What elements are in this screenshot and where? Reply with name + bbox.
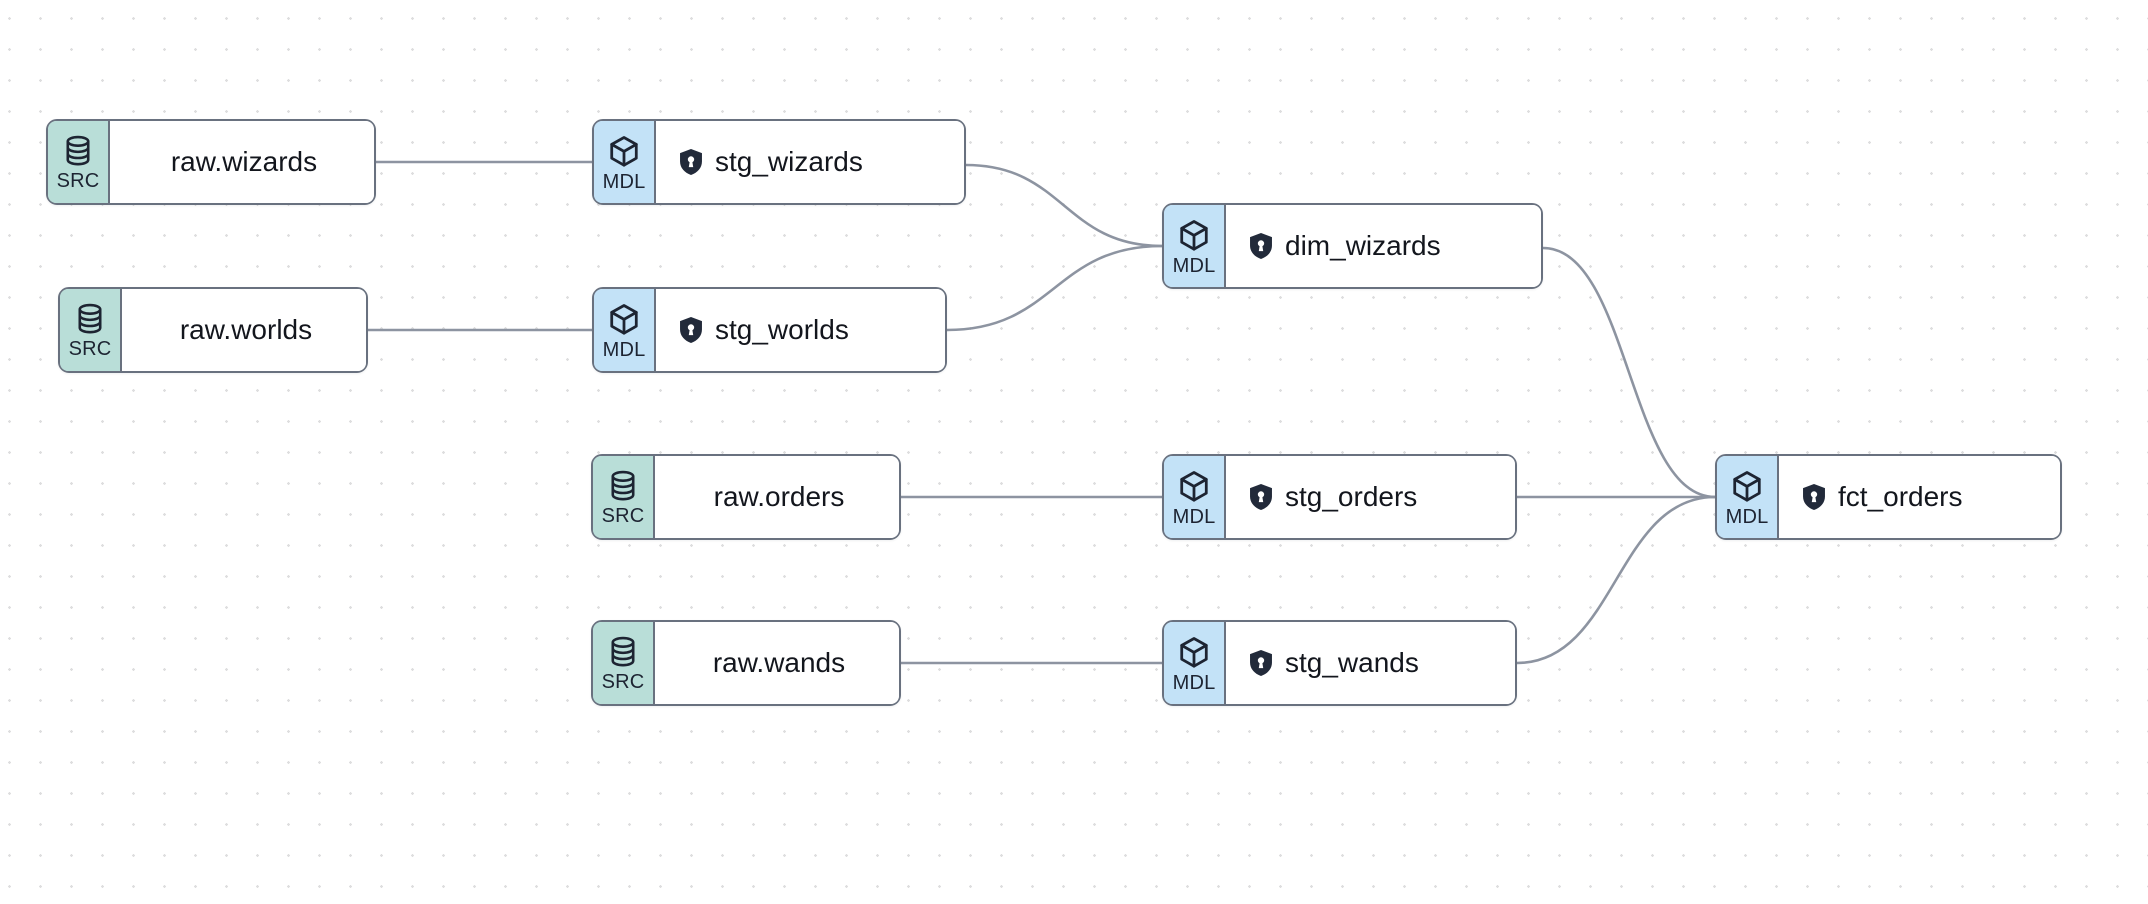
node-body: raw.worlds — [122, 289, 366, 371]
node-raw_orders[interactable]: SRC raw.orders — [591, 454, 901, 540]
edge-stg_wands-to-fct_orders[interactable] — [1515, 495, 1717, 665]
node-body: stg_worlds — [656, 289, 945, 371]
node-type-label: SRC — [68, 338, 112, 360]
shield-lock-icon — [1803, 484, 1825, 510]
node-type-badge-mdl: MDL — [1164, 456, 1226, 538]
node-body: raw.orders — [655, 456, 899, 538]
node-fct_orders[interactable]: MDL fct_orders — [1715, 454, 2062, 540]
node-type-label: MDL — [1172, 254, 1216, 277]
shield-lock-icon — [1248, 649, 1274, 677]
database-icon — [608, 470, 638, 502]
cube-icon — [1180, 470, 1208, 502]
database-icon — [611, 636, 635, 667]
node-raw_wands[interactable]: SRC raw.wands — [591, 620, 901, 706]
node-type-label: MDL — [1172, 505, 1216, 528]
node-type-badge-src: SRC — [60, 289, 122, 371]
node-type-badge-mdl: MDL — [594, 121, 656, 203]
cube-icon — [608, 135, 640, 168]
node-type-label: SRC — [601, 505, 645, 527]
shield-lock-icon — [678, 316, 704, 344]
database-icon — [75, 303, 105, 335]
cube-icon — [1178, 636, 1210, 669]
database-icon — [66, 135, 90, 166]
node-stg_worlds[interactable]: MDL stg_worlds — [592, 287, 947, 373]
shield-lock-icon — [1801, 483, 1827, 511]
cube-icon — [610, 303, 638, 335]
node-body: stg_orders — [1226, 456, 1515, 538]
shield-lock-icon — [1248, 232, 1274, 260]
cube-icon — [608, 303, 640, 336]
cube-icon — [610, 135, 638, 167]
node-stg_orders[interactable]: MDL stg_orders — [1162, 454, 1517, 540]
cube-icon — [1180, 636, 1208, 668]
edge-stg_worlds-to-dim_wizards[interactable] — [945, 244, 1164, 332]
edge-stg_wizards-to-dim_wizards[interactable] — [964, 163, 1164, 248]
node-label: raw.worlds — [179, 314, 313, 345]
node-type-label: MDL — [602, 170, 646, 193]
node-label: raw.wands — [712, 647, 846, 678]
cube-icon — [1178, 219, 1210, 252]
shield-lock-icon — [680, 317, 702, 343]
node-type-label: SRC — [56, 170, 100, 192]
node-type-label: MDL — [602, 338, 646, 361]
database-icon — [611, 470, 635, 501]
cube-icon — [1178, 470, 1210, 503]
edge-dim_wizards-to-fct_orders[interactable] — [1541, 246, 1717, 499]
node-body: dim_wizards — [1226, 205, 1541, 287]
node-label: stg_worlds — [715, 314, 849, 345]
node-type-label: SRC — [601, 671, 645, 693]
node-stg_wands[interactable]: MDL stg_wands — [1162, 620, 1517, 706]
node-label: raw.orders — [713, 481, 845, 512]
node-raw_wizards[interactable]: SRC raw.wizards — [46, 119, 376, 205]
node-type-badge-src: SRC — [593, 456, 655, 538]
shield-lock-icon — [1248, 483, 1274, 511]
node-type-badge-mdl: MDL — [1717, 456, 1779, 538]
shield-lock-icon — [680, 149, 702, 175]
node-type-label: MDL — [1172, 671, 1216, 694]
shield-lock-icon — [1250, 484, 1272, 510]
node-raw_worlds[interactable]: SRC raw.worlds — [58, 287, 368, 373]
node-type-label: MDL — [1725, 505, 1769, 528]
node-body: raw.wands — [655, 622, 899, 704]
cube-icon — [1731, 470, 1763, 503]
shield-lock-icon — [1250, 650, 1272, 676]
node-label: fct_orders — [1838, 481, 1963, 512]
node-label: stg_orders — [1285, 481, 1418, 512]
node-body: stg_wands — [1226, 622, 1515, 704]
node-label: stg_wands — [1285, 647, 1419, 678]
cube-icon — [1180, 219, 1208, 251]
node-type-badge-mdl: MDL — [1164, 205, 1226, 287]
cube-icon — [1733, 470, 1761, 502]
shield-lock-icon — [1250, 233, 1272, 259]
node-type-badge-mdl: MDL — [594, 289, 656, 371]
database-icon — [608, 636, 638, 668]
node-label: raw.wizards — [170, 146, 318, 177]
node-stg_wizards[interactable]: MDL stg_wizards — [592, 119, 966, 205]
shield-lock-icon — [678, 148, 704, 176]
database-icon — [78, 303, 102, 334]
database-icon — [63, 135, 93, 167]
node-label: dim_wizards — [1285, 230, 1441, 261]
node-body: raw.wizards — [110, 121, 374, 203]
node-type-badge-mdl: MDL — [1164, 622, 1226, 704]
node-body: stg_wizards — [656, 121, 964, 203]
node-dim_wizards[interactable]: MDL dim_wizards — [1162, 203, 1543, 289]
node-label: stg_wizards — [715, 146, 863, 177]
node-body: fct_orders — [1779, 456, 2060, 538]
node-type-badge-src: SRC — [48, 121, 110, 203]
node-type-badge-src: SRC — [593, 622, 655, 704]
